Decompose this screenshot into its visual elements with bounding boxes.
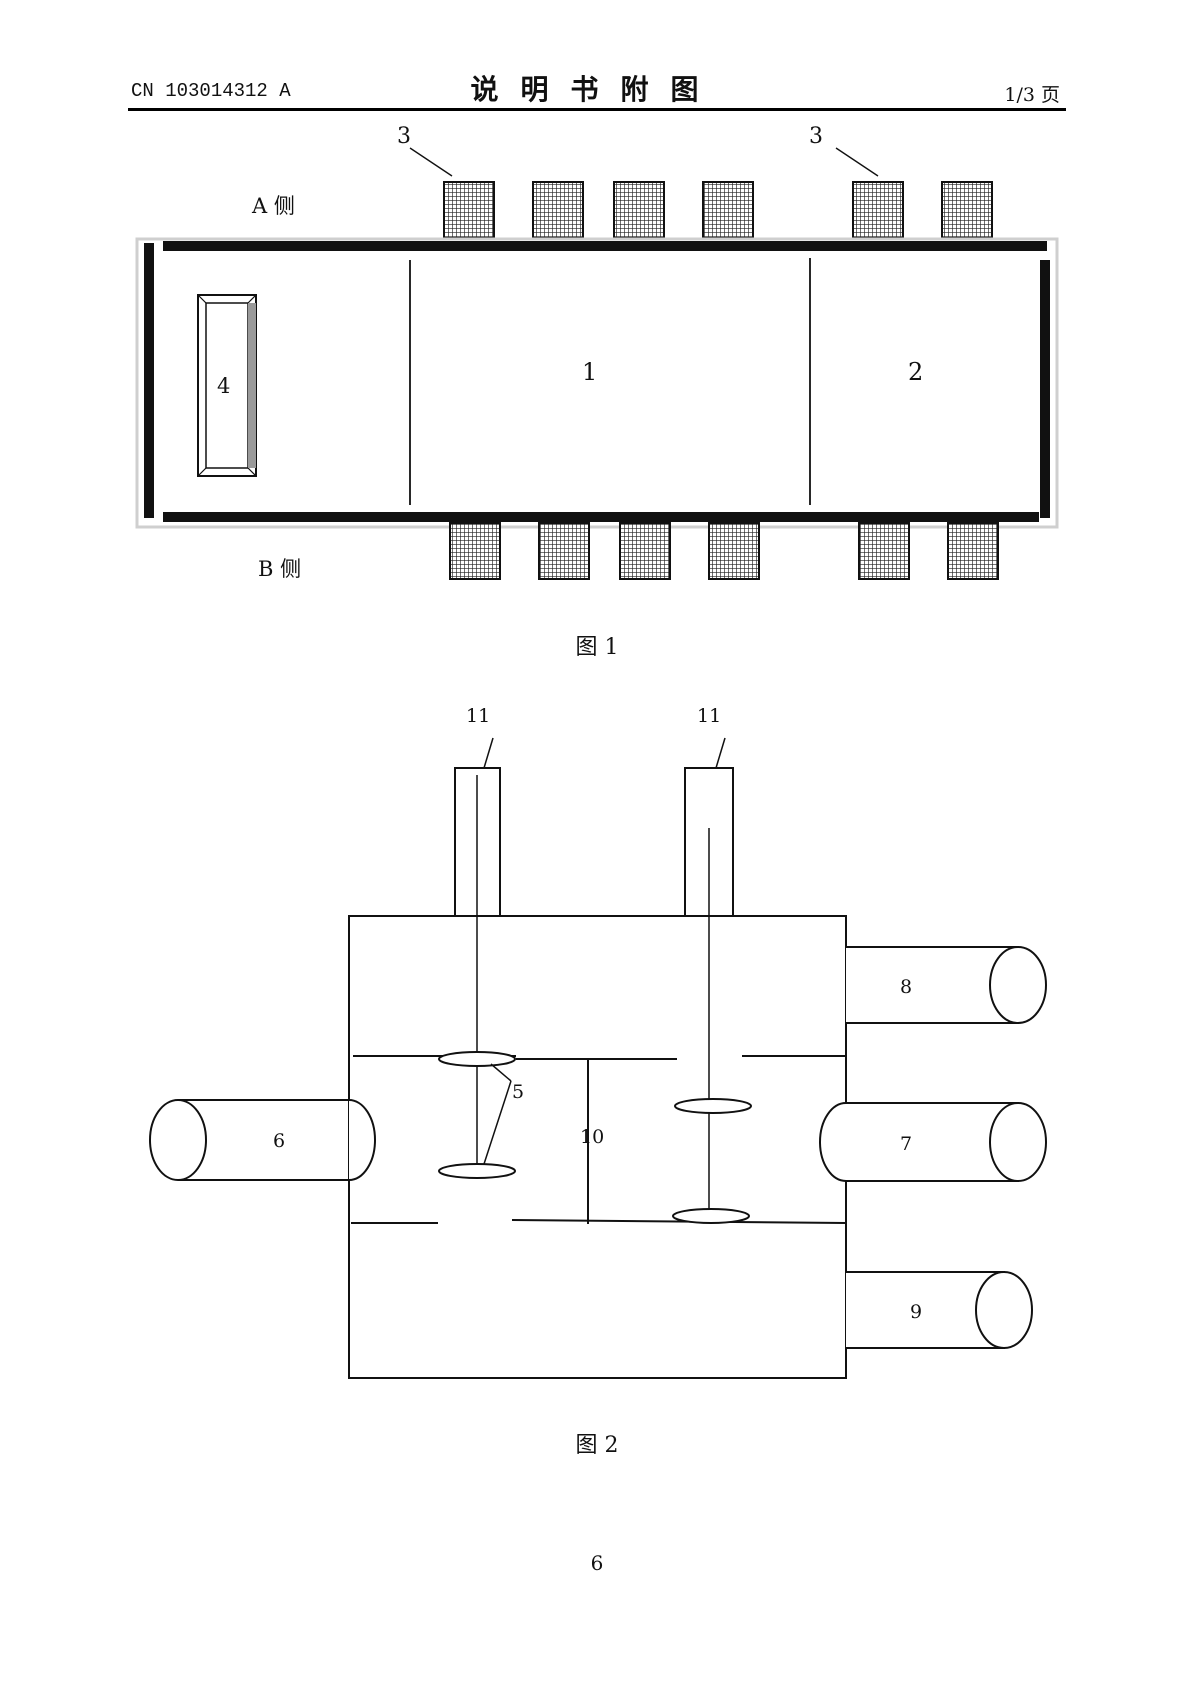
- grid-block: [702, 181, 754, 239]
- leader-line-11-right: [715, 737, 726, 769]
- label-3-right: 3: [809, 124, 823, 149]
- label-3-left: 3: [397, 124, 411, 149]
- grid-block: [947, 522, 999, 580]
- grid-block: [532, 181, 584, 239]
- grid-block: [941, 181, 993, 239]
- item-4-bevel: [197, 294, 207, 304]
- page-number: 6: [591, 1551, 604, 1575]
- label-5: 5: [512, 1081, 524, 1103]
- leader-line-5b: [483, 1080, 512, 1165]
- leader-line-3-left: [409, 147, 453, 177]
- pipe-7-mouth: [989, 1102, 1047, 1182]
- figure-1-caption: 图 1: [576, 635, 619, 660]
- grid-blocks-a-side: [443, 181, 993, 239]
- grid-block: [613, 181, 665, 239]
- item-4-shade: [248, 303, 256, 468]
- pipe-6-end: [348, 1099, 376, 1181]
- container-right-wall: [1040, 260, 1050, 518]
- grid-block: [708, 522, 760, 580]
- grid-block: [858, 522, 910, 580]
- label-1: 1: [582, 358, 597, 386]
- container-left-wall: [144, 243, 154, 518]
- leader-line-5a: [490, 1063, 512, 1082]
- partition-lower-right: [511, 1219, 847, 1224]
- header-rule: [128, 108, 1066, 111]
- container-top-wall: [163, 241, 1047, 251]
- side-a-label: A 侧: [251, 194, 295, 218]
- figure-2-caption: 图 2: [576, 1433, 619, 1458]
- label-11-left: 11: [466, 705, 490, 727]
- figure-1: 3 3 A 侧 B 侧: [135, 124, 1059, 660]
- disc-right-middle: [674, 1098, 752, 1114]
- pipe-8-mouth: [989, 946, 1047, 1024]
- main-body: [348, 915, 847, 1379]
- item-4-inner: [205, 302, 249, 469]
- disc-5-upper: [438, 1051, 516, 1067]
- grid-block: [449, 522, 501, 580]
- container-bottom-wall: [163, 512, 1039, 522]
- side-b-label: B 侧: [258, 557, 301, 581]
- item-4-bevel: [247, 467, 257, 477]
- pipe-6-mouth: [149, 1099, 207, 1181]
- container-outline: [135, 237, 1059, 529]
- leader-line-3-right: [835, 147, 879, 177]
- grid-block: [538, 522, 590, 580]
- label-4: 4: [217, 374, 230, 398]
- item-4-bevel: [197, 467, 207, 477]
- disc-right-lower: [672, 1208, 750, 1224]
- grid-blocks-b-side: [449, 522, 999, 580]
- label-2: 2: [908, 358, 923, 386]
- figure-2: 11 11: [149, 705, 1047, 1458]
- grid-block: [619, 522, 671, 580]
- label-6: 6: [273, 1130, 285, 1152]
- page-title: 说明书附图: [470, 73, 721, 106]
- leader-line-11-left: [483, 737, 494, 769]
- label-8: 8: [900, 976, 912, 998]
- item-4-bevel: [247, 294, 257, 304]
- label-7: 7: [900, 1133, 912, 1155]
- pipe-7-inner-end: [819, 1102, 847, 1182]
- grid-block: [443, 181, 495, 239]
- label-9: 9: [910, 1301, 922, 1323]
- patent-number: CN 103014312 A: [131, 80, 291, 102]
- grid-block: [852, 181, 904, 239]
- label-11-right: 11: [697, 705, 721, 727]
- disc-5-lower: [438, 1163, 516, 1179]
- pipe-9-mouth: [975, 1271, 1033, 1349]
- page-count: 1/3 页: [1004, 84, 1060, 106]
- label-10: 10: [580, 1126, 604, 1148]
